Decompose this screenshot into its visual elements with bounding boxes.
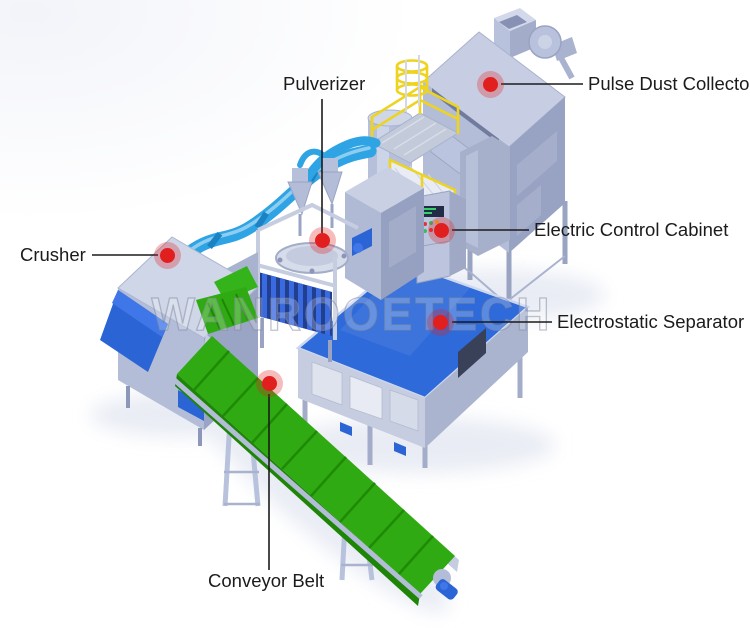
support-column xyxy=(460,136,510,256)
marker-conveyor-belt xyxy=(262,376,277,391)
label-pulse-dust-collector: Pulse Dust Collector xyxy=(588,73,750,94)
vibrating-sieve xyxy=(275,242,349,274)
watermark: WANROOETECH xyxy=(152,288,553,340)
label-electric-control-cabinet: Electric Control Cabinet xyxy=(534,219,729,240)
marker-electric-control-cabinet xyxy=(434,223,449,238)
conveyor-belt xyxy=(169,334,459,606)
label-electrostatic-separator: Electrostatic Separator xyxy=(557,311,745,332)
pulse-dust-collector xyxy=(367,8,577,316)
label-pulverizer: Pulverizer xyxy=(283,73,366,94)
marker-crusher xyxy=(160,248,175,263)
leader-lines xyxy=(92,83,583,570)
pulverizer-cyclones xyxy=(287,158,343,236)
electrostatic-separator xyxy=(295,260,531,468)
label-conveyor-belt: Conveyor Belt xyxy=(208,570,325,591)
marker-electrostatic-separator xyxy=(433,315,448,330)
marker-pulse-dust-collector xyxy=(483,77,498,92)
fan-icon xyxy=(528,25,577,80)
label-crusher: Crusher xyxy=(20,244,86,265)
marker-pulverizer xyxy=(315,233,330,248)
control-screen xyxy=(422,206,444,217)
